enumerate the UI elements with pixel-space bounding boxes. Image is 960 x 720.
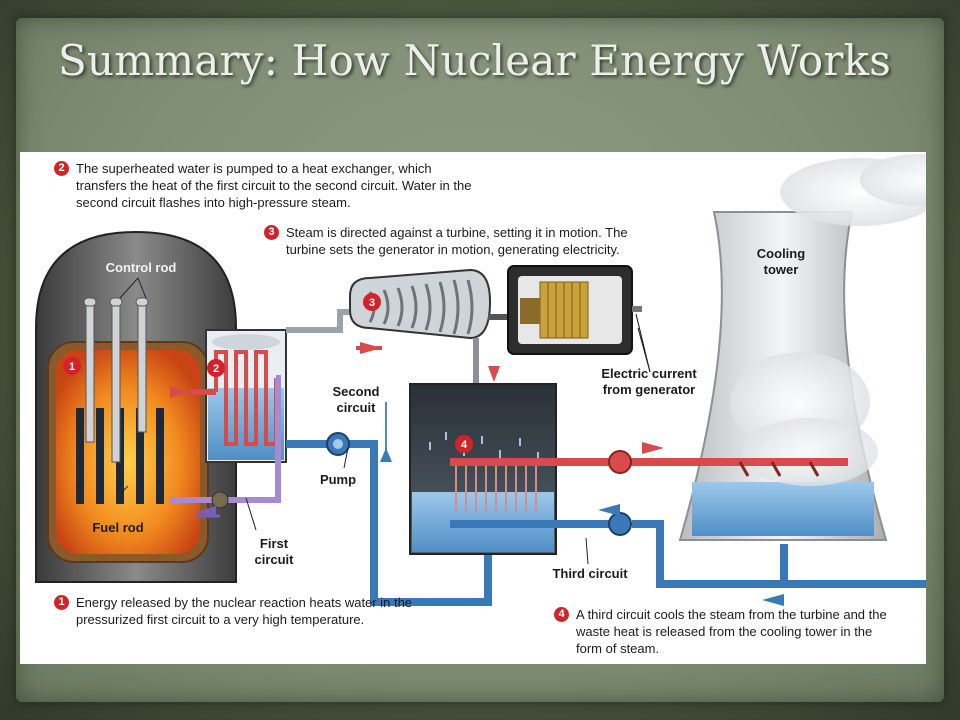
diagram-artwork: 1 2 3 4 (35, 154, 926, 606)
step-4-caption: 4 A third circuit cools the steam from t… (554, 606, 896, 657)
fuel-rod-label: Fuel rod (92, 520, 144, 535)
first-circuit-label: First circuit (254, 536, 294, 567)
step-3-caption: 3 Steam is directed against a turbine, s… (264, 224, 666, 258)
turbine (349, 268, 514, 384)
second-circuit-label: Second circuit (332, 384, 380, 415)
step-2-text: The superheated water is pumped to a hea… (76, 161, 472, 210)
leader-lines (119, 277, 651, 565)
cooling-tower (678, 154, 926, 541)
slide-title: Summary: How Nuclear Energy Works (58, 36, 892, 85)
step-4-text: A third circuit cools the steam from the… (576, 607, 887, 656)
generator (507, 265, 651, 373)
step-1-caption: 1 Energy released by the nuclear reactio… (54, 594, 436, 628)
step-1-text: Energy released by the nuclear reaction … (76, 595, 413, 627)
third-circuit-label: Third circuit (552, 566, 628, 581)
step-marker-2: 2 (213, 363, 219, 375)
nuclear-plant-diagram: 1 2 3 4 2 The superheated water is pumpe… (20, 152, 926, 664)
step-1-number: 1 (54, 595, 69, 610)
step-marker-1: 1 (69, 361, 75, 373)
second-circuit-pipes (286, 309, 492, 606)
cooling-tower-label: Cooling tower (756, 246, 806, 277)
third-circuit-pipes (450, 450, 926, 588)
reactor-containment (35, 230, 237, 583)
step-marker-3: 3 (369, 297, 375, 309)
control-rod-label: Control rod (105, 260, 177, 275)
step-3-number: 3 (264, 225, 279, 240)
electric-current-label: Electric current from generator (601, 366, 697, 397)
step-4-number: 4 (554, 607, 569, 622)
pump-label: Pump (319, 472, 357, 487)
step-3-text: Steam is directed against a turbine, set… (286, 225, 628, 257)
step-marker-4: 4 (461, 439, 468, 451)
step-markers: 1 2 3 4 (63, 293, 473, 453)
heat-exchanger (205, 329, 287, 463)
control-rods (83, 297, 149, 463)
condenser (409, 383, 557, 555)
flow-arrows (170, 342, 784, 606)
step-2-number: 2 (54, 161, 69, 176)
step-2-caption: 2 The superheated water is pumped to a h… (54, 160, 476, 211)
